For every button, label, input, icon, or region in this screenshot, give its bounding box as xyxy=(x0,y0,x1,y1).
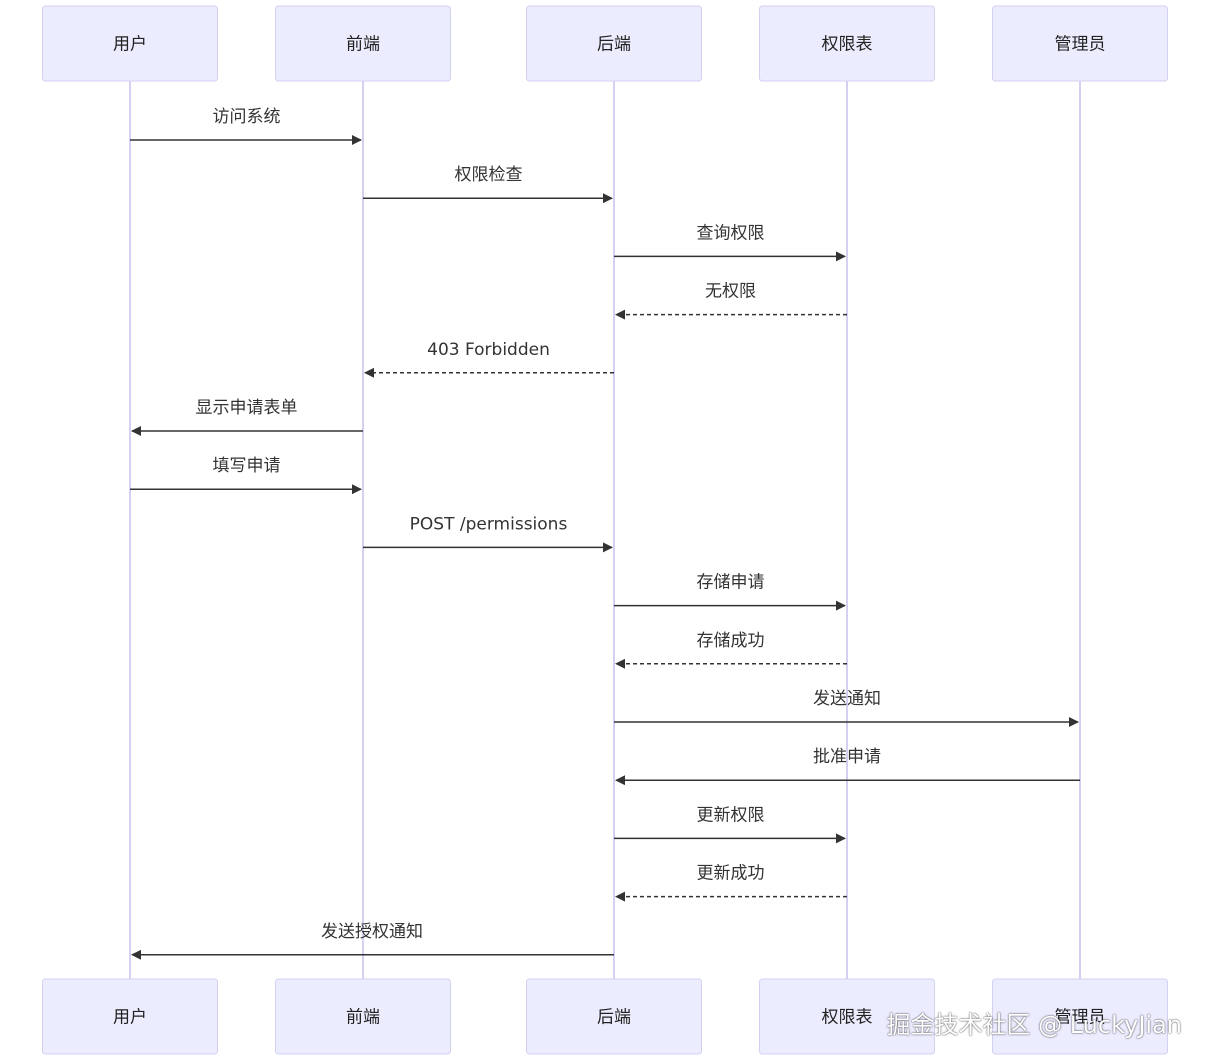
message-label: POST /permissions xyxy=(410,514,568,534)
actor-bottom-1: 前端 xyxy=(275,978,451,1055)
message-6: 填写申请 xyxy=(130,456,362,495)
message-label: 权限检查 xyxy=(455,165,523,185)
actor-label: 权限表 xyxy=(822,35,873,55)
actor-box xyxy=(275,5,451,82)
actor-box xyxy=(759,978,935,1055)
actor-top-2: 后端 xyxy=(526,5,702,82)
actor-label: 管理员 xyxy=(1055,35,1106,55)
message-label: 存储申请 xyxy=(697,573,765,593)
watermark: 掘金技术社区 @ LuckyJian xyxy=(886,1011,1182,1039)
message-2: 查询权限 xyxy=(614,223,846,262)
actor-label: 前端 xyxy=(346,1008,380,1028)
message-label: 存储成功 xyxy=(697,631,765,651)
message-14: 发送授权通知 xyxy=(131,922,614,960)
message-label: 显示申请表单 xyxy=(196,398,298,418)
actor-bottom-2: 后端 xyxy=(526,978,702,1055)
message-label: 更新权限 xyxy=(697,805,765,825)
actor-label: 前端 xyxy=(346,35,380,55)
actor-label: 后端 xyxy=(597,35,631,55)
message-4: 403 Forbidden xyxy=(364,340,614,378)
actor-label: 后端 xyxy=(597,1008,631,1028)
message-label: 填写申请 xyxy=(213,456,281,476)
message-9: 存储成功 xyxy=(615,631,847,669)
actor-top-3: 权限表 xyxy=(759,5,935,82)
message-label: 查询权限 xyxy=(697,223,765,243)
actor-bottom-4: 管理员 xyxy=(992,978,1168,1055)
actors-bottom: 用户 前端 后端 权限表 管理员 xyxy=(42,978,1168,1055)
actor-box xyxy=(992,978,1168,1055)
message-label: 无权限 xyxy=(705,282,756,302)
message-label: 发送通知 xyxy=(813,689,881,709)
message-label: 发送授权通知 xyxy=(321,922,423,942)
actor-bottom-3: 权限表 xyxy=(759,978,935,1055)
message-1: 权限检查 xyxy=(363,165,613,204)
actor-top-4: 管理员 xyxy=(992,5,1168,82)
actor-box xyxy=(759,5,935,82)
actor-box xyxy=(42,5,218,82)
actor-box xyxy=(275,978,451,1055)
actors-top: 用户 前端 后端 权限表 管理员 xyxy=(42,5,1168,82)
lifelines xyxy=(129,81,1081,979)
message-5: 显示申请表单 xyxy=(131,398,363,436)
actor-label: 用户 xyxy=(113,1008,147,1028)
message-12: 更新权限 xyxy=(614,805,846,844)
actor-label: 用户 xyxy=(113,35,147,55)
actor-label: 权限表 xyxy=(822,1008,873,1028)
message-7: POST /permissions xyxy=(363,514,613,553)
actor-bottom-0: 用户 xyxy=(42,978,218,1055)
actor-label: 管理员 xyxy=(1055,1008,1106,1028)
actor-box xyxy=(526,978,702,1055)
message-8: 存储申请 xyxy=(614,573,846,611)
message-13: 更新成功 xyxy=(615,864,847,902)
message-label: 批准申请 xyxy=(813,747,881,767)
actor-box xyxy=(992,5,1168,82)
message-11: 批准申请 xyxy=(615,747,1080,786)
actor-box xyxy=(42,978,218,1055)
actor-top-1: 前端 xyxy=(275,5,451,82)
message-label: 访问系统 xyxy=(213,107,281,127)
message-0: 访问系统 xyxy=(130,107,362,145)
message-10: 发送通知 xyxy=(614,689,1079,727)
message-label: 更新成功 xyxy=(697,864,765,884)
message-label: 403 Forbidden xyxy=(427,340,550,360)
actor-box xyxy=(526,5,702,82)
actor-top-0: 用户 xyxy=(42,5,218,82)
message-3: 无权限 xyxy=(615,282,847,320)
